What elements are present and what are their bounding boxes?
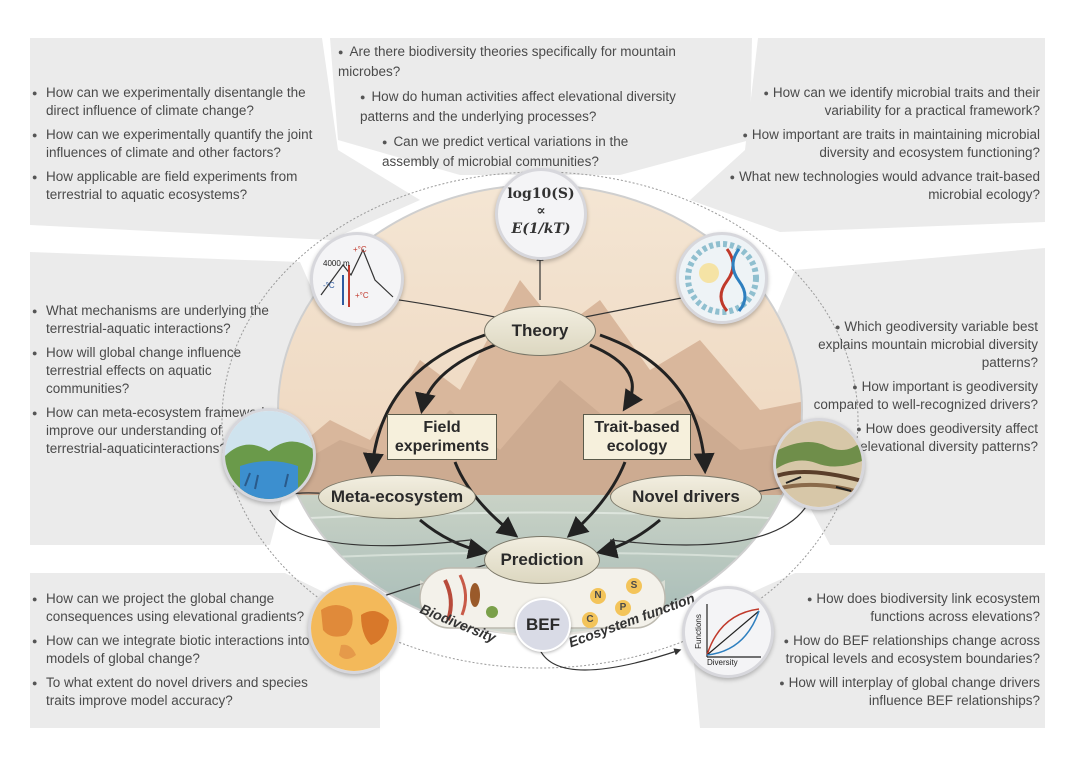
panel-top-right: How can we identify microbial traits and… [705, 84, 1040, 210]
lake-landscape-icon [225, 411, 313, 499]
geology-layers-icon [776, 421, 862, 507]
novel-drivers-node: Novel drivers [610, 475, 762, 519]
bef-y-axis-label: Functions [693, 614, 703, 649]
meta-ecosystem-node: Meta-ecosystem [318, 475, 476, 519]
question-item: How will interplay of global change driv… [760, 674, 1040, 710]
question-item: How will global change influence terrest… [32, 344, 282, 398]
question-item: How can we identify microbial traits and… [705, 84, 1040, 120]
bef-x-axis-label: Diversity [707, 658, 738, 667]
nutrient-c: C [582, 612, 598, 628]
trait-based-ecology-node: Trait-based ecology [583, 414, 691, 460]
mountain-sketch-icon [320, 248, 394, 307]
bef-relationship-circle: Diversity Functions [682, 586, 774, 678]
global-change-map-circle [308, 582, 400, 674]
field-experiments-node: Field experiments [387, 414, 497, 460]
question-item: Can we predict vertical variations in th… [382, 132, 682, 171]
question-item: How can meta-ecosystem frameworks improv… [32, 404, 282, 458]
question-item: What new technologies would advance trai… [705, 168, 1040, 204]
equation-proportional: ∝ [536, 203, 546, 219]
question-item: How can we integrate biotic interactions… [32, 632, 332, 668]
question-item: Which geodiversity variable best explain… [800, 318, 1038, 372]
bef-curve-icon [706, 604, 761, 658]
question-item: How important are traits in maintaining … [705, 126, 1040, 162]
temp-minus-label: -°C [323, 281, 335, 290]
question-item: How does geodiversity affect elevational… [800, 420, 1038, 456]
world-map-icon [311, 585, 397, 671]
panel-top: Are there biodiversity theories specific… [338, 42, 738, 177]
panel-mid-right: Which geodiversity variable best explain… [800, 318, 1038, 462]
question-item: How applicable are field experiments fro… [32, 168, 342, 204]
question-item: How can we experimentally quantify the j… [32, 126, 342, 162]
theory-equation-circle: log10(S) ∝ E(1/kT) [495, 168, 587, 260]
panel-mid-left: What mechanisms are underlying the terre… [32, 302, 282, 464]
temp-plus-label-2: +°C [355, 291, 369, 300]
question-item: What mechanisms are underlying the terre… [32, 302, 282, 338]
nutrient-s: S [626, 578, 642, 594]
question-item: To what extent do novel drivers and spec… [32, 674, 332, 710]
bef-node: BEF [515, 598, 571, 652]
question-item: How do human activities affect elevation… [360, 87, 720, 126]
mountain-climate-circle: 4000 m +°C -°C +°C [310, 232, 404, 326]
question-item: How can we experimentally disentangle th… [32, 84, 342, 120]
nutrient-p: P [615, 600, 631, 616]
geodiversity-circle [773, 418, 865, 510]
dna-traits-circle [676, 232, 768, 324]
theory-node: Theory [484, 306, 596, 356]
question-item: How does biodiversity link ecosystem fun… [760, 590, 1040, 626]
prediction-node: Prediction [484, 536, 600, 584]
question-item: How can we project the global change con… [32, 590, 332, 626]
question-item: How important is geodiversity compared t… [800, 378, 1038, 414]
equation-top: log10(S) [507, 186, 575, 202]
theory-arrows [362, 333, 715, 559]
equation-bottom: E(1/kT) [511, 221, 571, 237]
dna-icon [685, 241, 759, 315]
elevation-label: 4000 m [323, 259, 350, 268]
question-item: How do BEF relationships change across t… [760, 632, 1040, 668]
terrestrial-aquatic-circle [222, 408, 316, 502]
panel-bottom-left: How can we project the global change con… [32, 590, 332, 716]
panel-top-left: How can we experimentally disentangle th… [32, 84, 342, 210]
panel-bottom-right: How does biodiversity link ecosystem fun… [760, 590, 1040, 716]
question-item: Are there biodiversity theories specific… [338, 42, 733, 81]
nutrient-n: N [590, 588, 606, 604]
temp-plus-label: +°C [353, 245, 367, 254]
